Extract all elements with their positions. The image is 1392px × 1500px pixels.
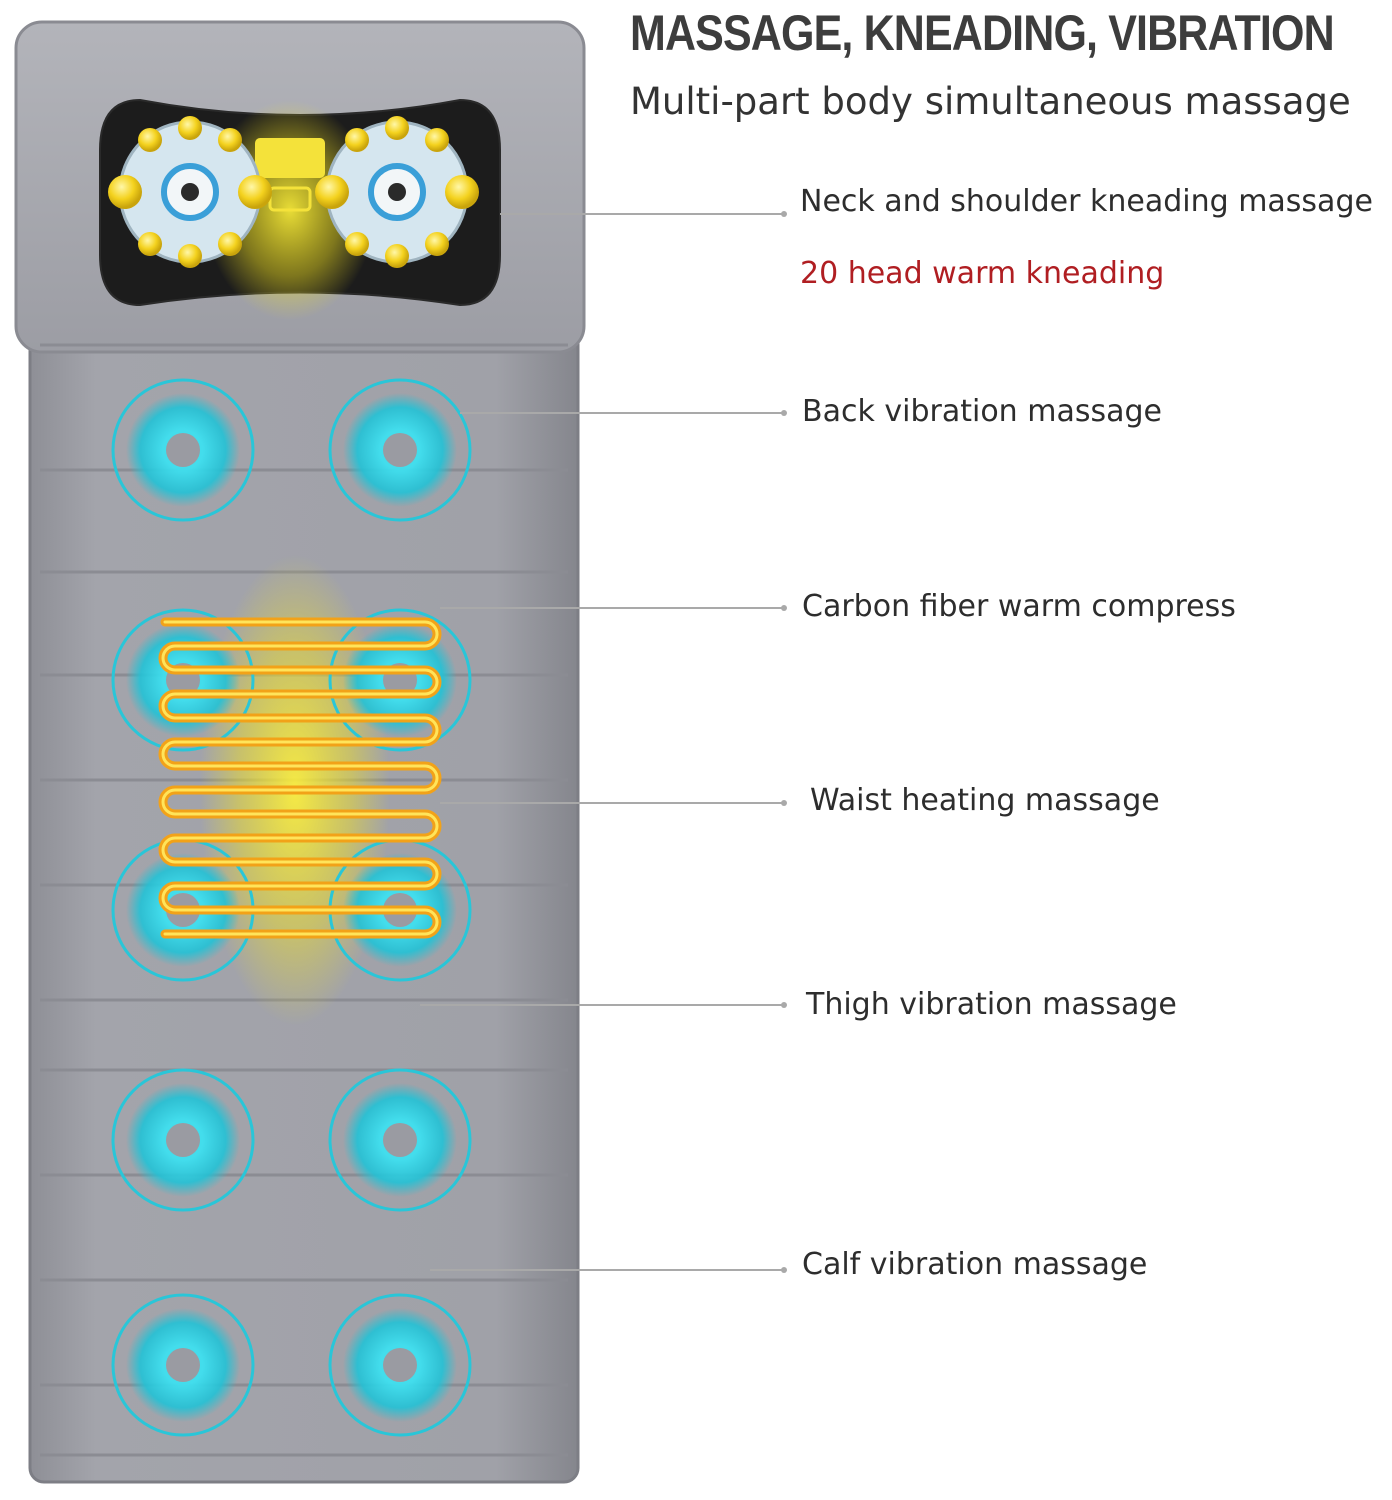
callout-thigh-label: Thigh vibration massage [806, 987, 1177, 1022]
callout-heads-label: 20 head warm kneading [800, 256, 1165, 291]
heating-wire-icon [158, 617, 442, 939]
vibration-motor-icon [328, 1293, 472, 1437]
vibration-motor-icon [328, 1068, 472, 1212]
callout-back-label: Back vibration massage [802, 394, 1162, 429]
page-title: MASSAGE, KNEADING, VIBRATION [630, 5, 1335, 61]
vibration-motor-icon [111, 1068, 255, 1212]
vibration-motor-icon [328, 608, 472, 752]
vibration-motors [111, 378, 472, 1437]
neck-kneading-unit-icon [99, 98, 501, 320]
callout-neck-label: Neck and shoulder kneading massage [800, 184, 1373, 219]
vibration-motor-icon [328, 378, 472, 522]
vibration-motor-icon [111, 1293, 255, 1437]
callout-waist-label: Waist heating massage [810, 783, 1160, 818]
vibration-motor-icon [111, 608, 255, 752]
callout-carbon-label: Carbon fiber warm compress [802, 589, 1236, 624]
callout-calf-label: Calf vibration massage [802, 1247, 1148, 1282]
leader-dots [781, 211, 787, 1273]
vibration-motor-icon [111, 378, 255, 522]
page-subtitle: Multi-part body simultaneous massage [630, 80, 1351, 123]
kneading-head-left [108, 116, 272, 268]
kneading-head-right [315, 116, 479, 268]
leader-lines [420, 213, 784, 1271]
